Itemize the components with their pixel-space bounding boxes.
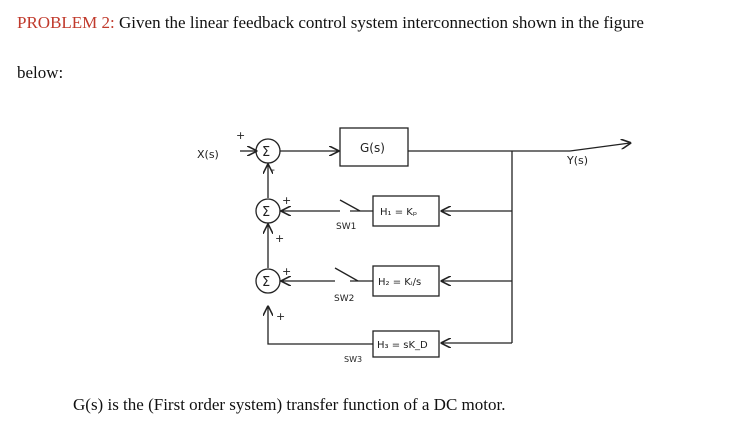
footer-text: G(s) is the (First order system) transfe… xyxy=(73,395,506,414)
sw3-to-sum3-arrow xyxy=(268,307,355,345)
sum2-symbol: Σ xyxy=(262,205,270,220)
sw1-label: SW1 xyxy=(336,222,356,232)
sum3-circle xyxy=(255,268,281,294)
input-label: X(s) xyxy=(197,148,219,161)
sum3-plus-bottom: + xyxy=(276,310,285,323)
sw2-blade xyxy=(334,267,359,282)
sw3-label: SW3 xyxy=(344,355,362,364)
problem-label: PROBLEM 2: xyxy=(17,13,115,32)
sw1-blade xyxy=(339,199,361,212)
sum1-symbol: Σ xyxy=(262,145,270,160)
h3-label: H₃ = sK_D xyxy=(377,340,428,351)
sum2-circle xyxy=(255,198,281,224)
problem-statement: PROBLEM 2: Given the linear feedback con… xyxy=(17,12,737,34)
plant-block xyxy=(339,127,409,167)
h1-label: H₁ = Kₚ xyxy=(380,207,417,218)
sw2-label: SW2 xyxy=(334,294,354,304)
output-arrow xyxy=(569,143,630,152)
sum1-plus-sign: + xyxy=(236,129,245,142)
output-label: Y(s) xyxy=(566,154,588,167)
h2-label: H₂ = Kᵢ/s xyxy=(378,277,421,288)
sum1-circle xyxy=(255,138,281,164)
problem-text-continued: below: xyxy=(17,63,64,82)
sum2-plus-right: + xyxy=(282,194,291,207)
sum1-minus-sign: - xyxy=(271,163,275,176)
sum2-plus-bottom: + xyxy=(275,232,284,245)
plant-label: G(s) xyxy=(360,141,385,155)
problem-text: Given the linear feedback control system… xyxy=(114,13,644,32)
sum3-plus-right: + xyxy=(282,265,291,278)
sum3-symbol: Σ xyxy=(262,275,270,290)
